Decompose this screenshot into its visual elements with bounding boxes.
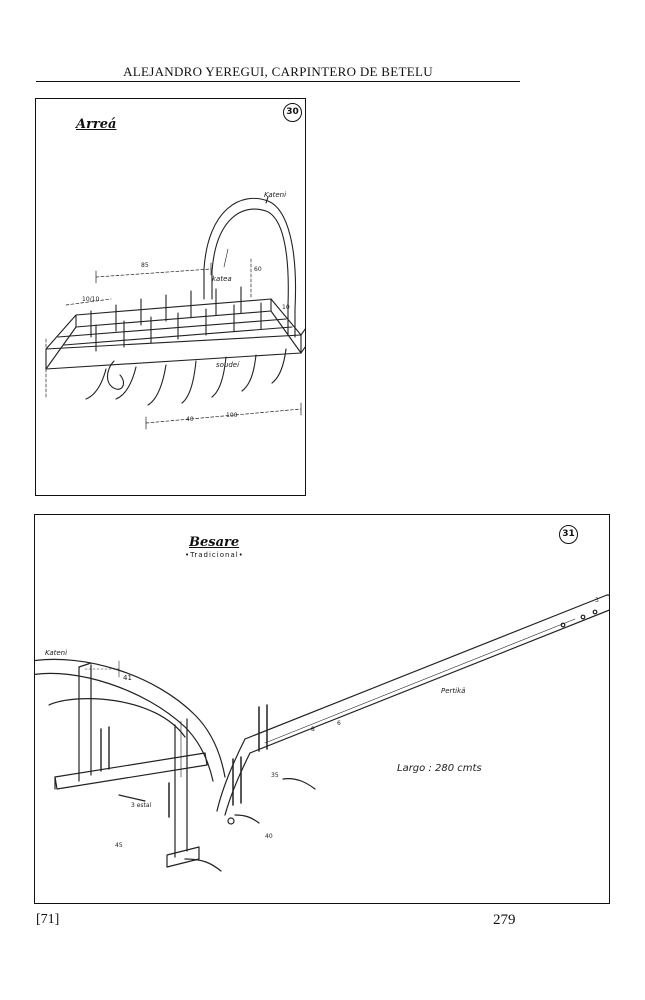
- header-rule: [36, 81, 520, 82]
- svg-text:35: 35: [271, 772, 279, 779]
- plate-31: 41 35 40 45 3 estaí 8 6 3 Besare •Tradic…: [34, 514, 610, 904]
- plate-31-number: 31: [559, 525, 578, 544]
- plate-30-number: 30: [283, 103, 302, 122]
- plate-30-title: Arreá: [76, 117, 117, 132]
- svg-text:10/10: 10/10: [82, 296, 99, 303]
- svg-text:85: 85: [141, 262, 149, 269]
- plough-drawing: 41 35 40 45 3 estaí 8 6 3: [35, 594, 609, 872]
- svg-text:40: 40: [186, 416, 194, 423]
- plate-31-subtitle: •Tradicional•: [185, 551, 244, 559]
- svg-text:60: 60: [254, 266, 262, 273]
- label-kateni-arrea: Kateni: [264, 191, 287, 199]
- svg-text:45: 45: [115, 842, 123, 849]
- label-kateni-besare: Kateni: [45, 649, 68, 657]
- svg-text:41: 41: [123, 674, 132, 682]
- svg-text:6: 6: [337, 720, 341, 727]
- svg-text:8: 8: [311, 726, 315, 733]
- label-largo: Largo : 280 cmts: [397, 763, 482, 774]
- svg-text:40: 40: [265, 833, 273, 840]
- label-katea: katea: [212, 275, 232, 283]
- svg-text:100: 100: [226, 412, 238, 419]
- svg-text:10: 10: [282, 304, 290, 311]
- running-head: ALEJANDRO YEREGUI, CARPINTERO DE BETELU: [123, 64, 433, 79]
- label-soudei: soudeí: [216, 361, 240, 369]
- folio-left: [71]: [36, 912, 60, 927]
- svg-text:3 estaí: 3 estaí: [131, 802, 152, 809]
- page-number: 279: [493, 912, 516, 928]
- plate-30: 85 10/10 100 40 60 10 Arreá 30 Kateni ka…: [35, 98, 306, 496]
- plate-31-title: Besare: [189, 535, 240, 550]
- svg-text:3: 3: [595, 597, 599, 604]
- label-pertika: Pertikä: [441, 687, 466, 695]
- harrow-drawing: 85 10/10 100 40 60 10: [45, 196, 305, 430]
